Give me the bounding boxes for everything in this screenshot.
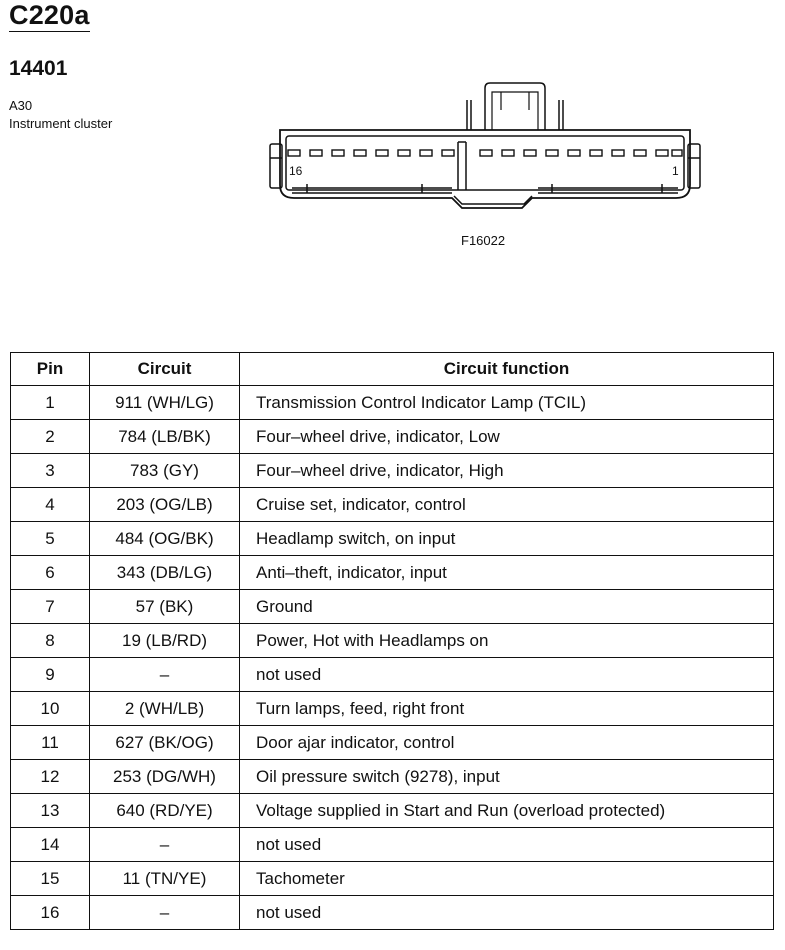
circuit-cell: 11 (TN/YE) xyxy=(89,861,240,896)
circuit-cell: – xyxy=(89,657,240,692)
function-cell: Oil pressure switch (9278), input xyxy=(239,759,774,794)
pin-cavity xyxy=(397,149,411,157)
function-cell: Anti–theft, indicator, input xyxy=(239,555,774,590)
pin-cavity xyxy=(611,149,625,157)
circuit-cell: 783 (GY) xyxy=(89,453,240,488)
function-cell: Power, Hot with Headlamps on xyxy=(239,623,774,658)
function-cell: Four–wheel drive, indicator, High xyxy=(239,453,774,488)
table-row: 9–not used xyxy=(10,657,774,692)
function-cell: Voltage supplied in Start and Run (overl… xyxy=(239,793,774,828)
pin-cell: 12 xyxy=(10,759,90,794)
pin-cell: 5 xyxy=(10,521,90,556)
column-header-pin: Pin xyxy=(10,352,90,386)
location-block: A30 Instrument cluster xyxy=(9,97,112,133)
circuit-cell: 203 (OG/LB) xyxy=(89,487,240,522)
circuit-cell: 343 (DB/LG) xyxy=(89,555,240,590)
table-row: 14–not used xyxy=(10,827,774,862)
pin-cavity xyxy=(441,149,455,157)
pin-label-right: 1 xyxy=(672,164,679,178)
function-cell: Ground xyxy=(239,589,774,624)
function-cell: Cruise set, indicator, control xyxy=(239,487,774,522)
pin-cell: 9 xyxy=(10,657,90,692)
pin-cavity xyxy=(671,149,683,157)
pin-cell: 10 xyxy=(10,691,90,726)
column-header-circuit: Circuit xyxy=(89,352,240,386)
circuit-cell: 627 (BK/OG) xyxy=(89,725,240,760)
function-cell: Transmission Control Indicator Lamp (TCI… xyxy=(239,385,774,420)
function-cell: Four–wheel drive, indicator, Low xyxy=(239,419,774,454)
function-cell: Tachometer xyxy=(239,861,774,896)
circuit-cell: 2 (WH/LB) xyxy=(89,691,240,726)
pin-cell: 16 xyxy=(10,895,90,930)
pin-cavity xyxy=(375,149,389,157)
function-cell: not used xyxy=(239,895,774,930)
location-code: A30 xyxy=(9,98,33,113)
pin-cavity xyxy=(633,149,647,157)
function-cell: Door ajar indicator, control xyxy=(239,725,774,760)
table-header-row: Pin Circuit Circuit function xyxy=(10,352,774,386)
pin-cell: 3 xyxy=(10,453,90,488)
column-header-function: Circuit function xyxy=(239,352,774,386)
circuit-cell: 253 (DG/WH) xyxy=(89,759,240,794)
pin-cavity xyxy=(501,149,515,157)
circuit-cell: 784 (LB/BK) xyxy=(89,419,240,454)
circuit-cell: 911 (WH/LG) xyxy=(89,385,240,420)
pin-label-left: 16 xyxy=(289,164,303,178)
pin-cell: 7 xyxy=(10,589,90,624)
pin-cell: 15 xyxy=(10,861,90,896)
part-number: 14401 xyxy=(9,57,68,80)
pin-cell: 4 xyxy=(10,487,90,522)
pin-cell: 13 xyxy=(10,793,90,828)
pin-cell: 14 xyxy=(10,827,90,862)
pin-cell: 2 xyxy=(10,419,90,454)
circuit-cell: – xyxy=(89,895,240,930)
pin-cavity xyxy=(353,149,367,157)
pin-cavity xyxy=(567,149,581,157)
function-cell: not used xyxy=(239,827,774,862)
location-name: Instrument cluster xyxy=(9,116,113,131)
connector-latch xyxy=(484,82,546,130)
function-cell: not used xyxy=(239,657,774,692)
pin-cavity xyxy=(479,149,493,157)
function-cell: Turn lamps, feed, right front xyxy=(239,691,774,726)
pin-cavity xyxy=(523,149,537,157)
pin-cavity xyxy=(287,149,301,157)
pin-cell: 8 xyxy=(10,623,90,658)
function-cell: Headlamp switch, on input xyxy=(239,521,774,556)
circuit-cell: – xyxy=(89,827,240,862)
pin-cavity xyxy=(545,149,559,157)
pin-cavity xyxy=(331,149,345,157)
pin-cavity xyxy=(309,149,323,157)
circuit-cell: 19 (LB/RD) xyxy=(89,623,240,658)
circuit-cell: 57 (BK) xyxy=(89,589,240,624)
circuit-cell: 640 (RD/YE) xyxy=(89,793,240,828)
pin-cell: 1 xyxy=(10,385,90,420)
pin-cavity xyxy=(419,149,433,157)
table-row: 16–not used xyxy=(10,895,774,930)
pin-cavity xyxy=(589,149,603,157)
pin-cell: 11 xyxy=(10,725,90,760)
circuit-cell: 484 (OG/BK) xyxy=(89,521,240,556)
connector-title: C220a xyxy=(9,0,90,32)
connector-body xyxy=(279,129,691,209)
connector-face-diagram: 16 1 xyxy=(269,82,701,209)
figure-reference: F16022 xyxy=(461,233,506,248)
pin-cavity xyxy=(655,149,669,157)
pin-cell: 6 xyxy=(10,555,90,590)
